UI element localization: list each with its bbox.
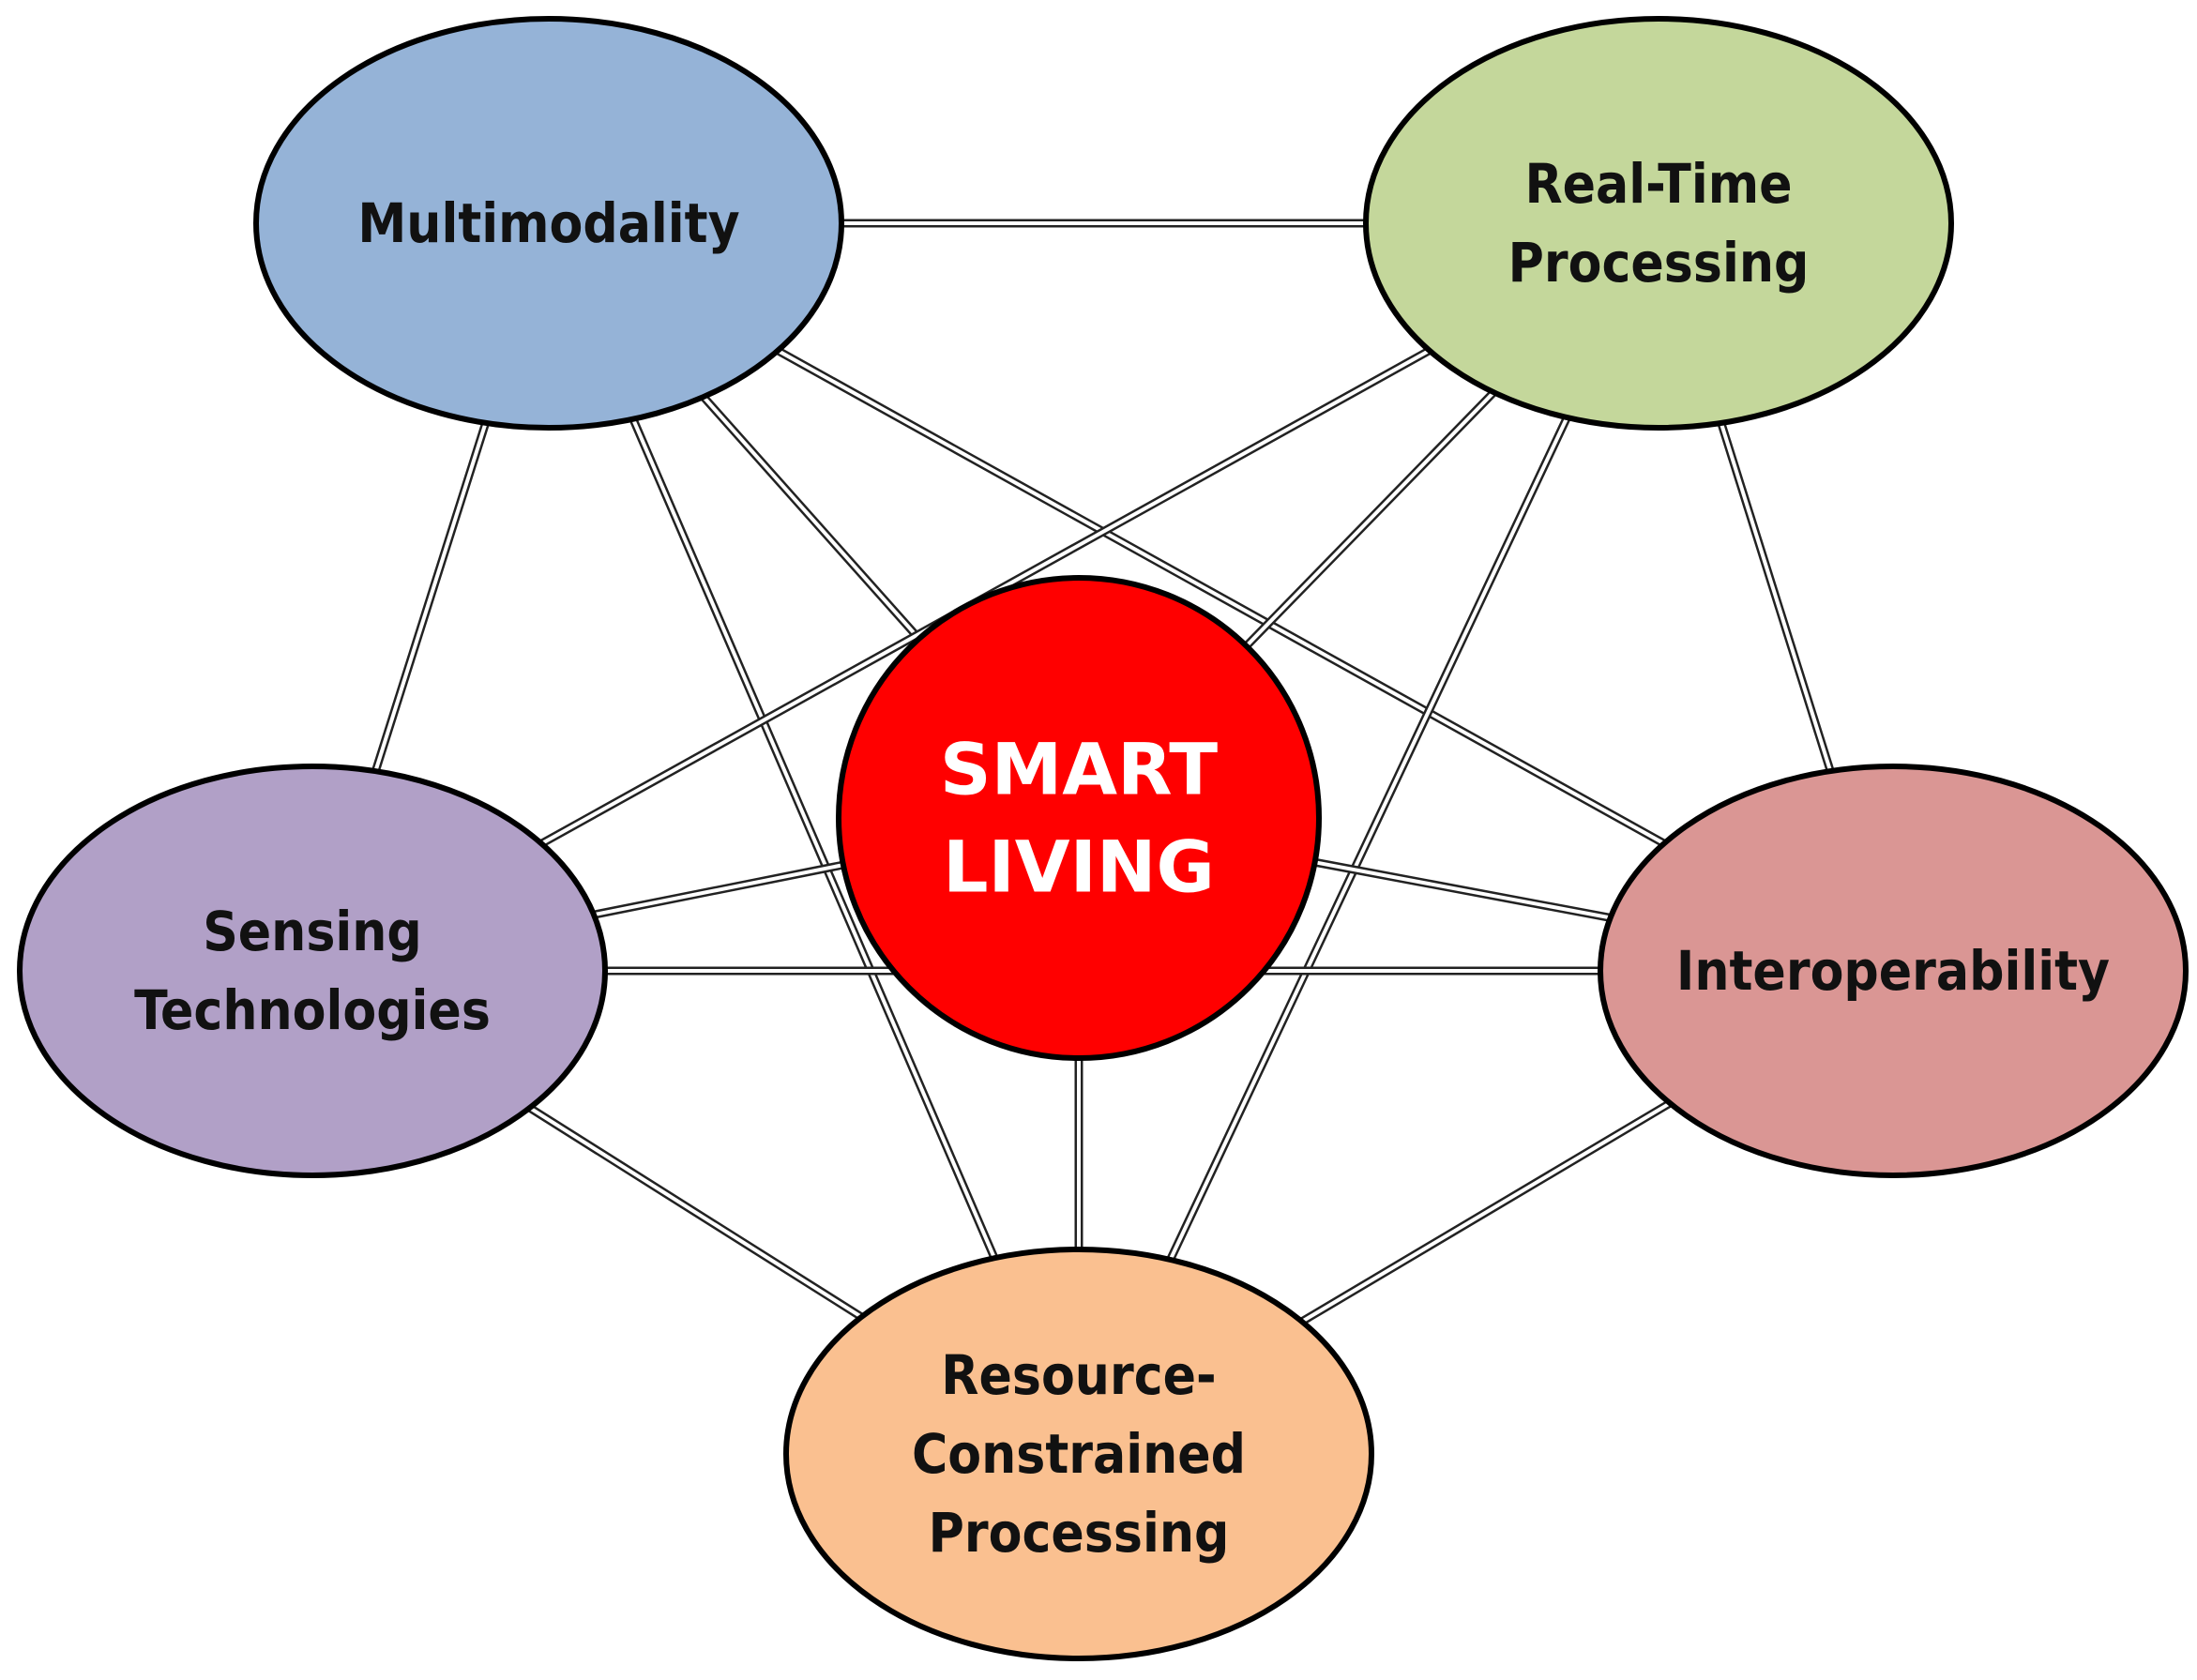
node-resource-constrained-processing-label-line-2: Constrained (912, 1422, 1246, 1486)
node-sensing-technologies-label-line-1: Sensing (203, 900, 422, 963)
node-real-time-processing-ellipse (1363, 16, 1954, 431)
node-smart-living-label-line-1: SMART (940, 728, 1218, 811)
node-interoperability-label-line-1: Interoperability (1676, 939, 2110, 1003)
node-interoperability: Interoperability (1598, 764, 2189, 1178)
node-real-time-processing-label-line-2: Processing (1508, 231, 1810, 295)
node-smart-living-circle (836, 575, 1322, 1061)
node-resource-constrained-processing-ellipse (783, 1247, 1374, 1661)
node-multimodality-label-line-1: Multimodality (357, 191, 739, 255)
node-real-time-processing-label-line-1: Real-Time (1524, 152, 1792, 216)
node-layer: MultimodalityReal-TimeProcessingSensingT… (17, 16, 2189, 1661)
node-multimodality-ellipse (253, 16, 844, 431)
node-resource-constrained-processing-label-line-3: Processing (929, 1501, 1230, 1565)
node-sensing-technologies-label-line-2: Technologies (134, 978, 491, 1042)
node-sensing-technologies-ellipse (17, 764, 608, 1178)
node-smart-living-label-line-2: LIVING (943, 825, 1215, 909)
node-resource-constrained-processing-label-line-1: Resource- (941, 1343, 1216, 1407)
node-interoperability-ellipse (1598, 764, 2189, 1178)
node-smart-living: SMART LIVING (836, 575, 1322, 1061)
node-multimodality: Multimodality (253, 16, 844, 431)
edge-multimodality-to-resource-constrained-processing (544, 221, 1083, 1456)
edge-real-time-processing-to-resource-constrained-processing (1074, 221, 1663, 1456)
